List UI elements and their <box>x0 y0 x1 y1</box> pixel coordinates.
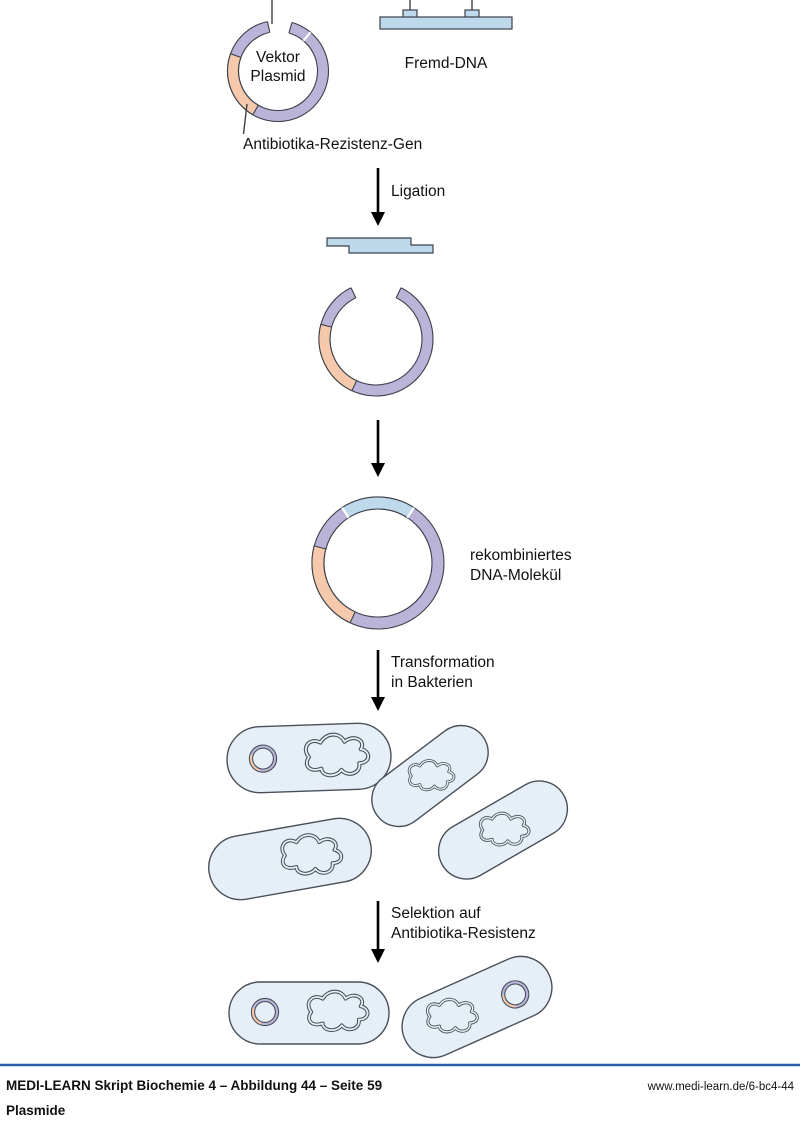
vector-label-line2: Plasmid <box>250 68 305 85</box>
ring-end-cap <box>288 22 293 34</box>
bacterium-body <box>208 817 372 901</box>
insert-fragment <box>326 237 434 254</box>
restriction-site-tick <box>302 31 312 42</box>
bacterium <box>401 955 553 1059</box>
selection-label-line1: Selektion auf <box>391 905 481 922</box>
down-arrow-head-icon <box>371 949 385 963</box>
resistance-gene-pointer <box>242 103 248 135</box>
foreign-dna: Fremd-DNA <box>379 0 513 72</box>
transformation-label-line1: Transformation <box>391 654 495 671</box>
down-arrow-head-icon <box>371 212 385 226</box>
bacterium <box>228 981 390 1045</box>
footer-url: www.medi-learn.de/6-bc4-44 <box>647 1081 795 1093</box>
vector-gap <box>348 276 404 339</box>
selection-label-line2: Antibiotika-Resistenz <box>391 925 536 942</box>
vector-plasmid: Vektor Plasmid Antibiotika-Rezistenz-Gen <box>226 0 422 153</box>
ligation-label: Ligation <box>391 183 445 200</box>
ring-end-cap <box>350 287 357 298</box>
bacteria-cluster <box>208 722 569 901</box>
inserted-foreign-dna-segment <box>341 496 415 519</box>
bacterium-body <box>401 955 553 1059</box>
ligated-construct <box>318 237 434 397</box>
footer-caption: Plasmide <box>6 1103 66 1118</box>
down-arrow-head-icon <box>371 697 385 711</box>
footer: MEDI-LEARN Skript Biochemie 4 – Abbildun… <box>0 1063 800 1118</box>
resistance-gene-segment <box>311 545 356 624</box>
transformation-step: Transformation in Bakterien <box>371 650 495 711</box>
vector-label-line1: Vektor <box>256 49 300 66</box>
junction-tick <box>341 507 350 519</box>
bacterium <box>208 817 372 901</box>
footer-source: MEDI-LEARN Skript Biochemie 4 – Abbildun… <box>6 1078 382 1093</box>
recombinant-plasmid: rekombiniertes DNA-Molekül <box>311 496 572 630</box>
selected-bacteria <box>228 955 553 1059</box>
recombinant-label-line1: rekombiniertes <box>470 547 572 564</box>
junction-tick <box>406 507 415 519</box>
foreign-dna-bar <box>379 16 513 30</box>
recombinant-label-line2: DNA-Molekül <box>470 567 561 584</box>
selection-step: Selektion auf Antibiotika-Resistenz <box>371 901 536 963</box>
recombinant-inner-outline <box>323 508 433 618</box>
resistance-gene-segment <box>227 52 260 116</box>
restriction-gap <box>265 12 294 71</box>
resistance-gene-label: Antibiotika-Rezistenz-Gen <box>243 136 422 153</box>
resistance-gene-segment <box>318 323 358 392</box>
ligation-result-step <box>371 420 385 477</box>
down-arrow-head-icon <box>371 463 385 477</box>
ring-end-cap <box>395 287 402 298</box>
bacterium <box>226 722 392 794</box>
transformation-label-line2: in Bakterien <box>391 674 473 691</box>
bacterium <box>437 780 569 880</box>
ligation-step: Ligation <box>371 168 445 226</box>
bacterium-body <box>371 724 489 828</box>
bacterium <box>371 724 489 828</box>
foreign-dna-label: Fremd-DNA <box>405 55 488 72</box>
ring-end-cap <box>266 21 271 33</box>
bacterium-body <box>437 780 569 880</box>
